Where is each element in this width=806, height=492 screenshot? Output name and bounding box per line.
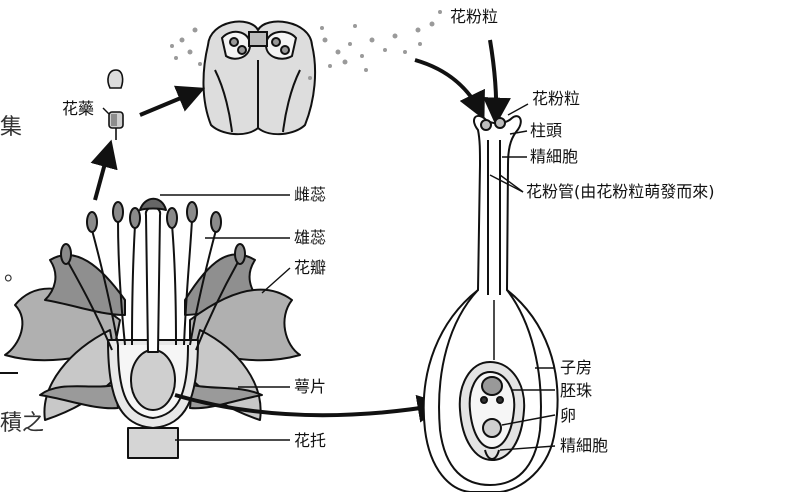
flower-style [146, 208, 160, 353]
small-anther [108, 70, 123, 140]
label-sperm-bottom: 精細胞 [560, 437, 608, 455]
label-petal: 花瓣 [294, 259, 326, 277]
egg-cell [483, 419, 501, 437]
label-ovule: 胚珠 [560, 382, 592, 400]
flower-ovary [131, 350, 175, 410]
page-edge-char-1: 集 [0, 116, 22, 140]
label-pistil: 雌蕊 [294, 186, 326, 204]
page-edge-char-2: 。 [4, 262, 26, 286]
label-sperm-top: 精細胞 [530, 148, 578, 166]
flower-receptacle [128, 428, 178, 458]
pistil-large [424, 116, 558, 492]
label-egg: 卵 [560, 407, 576, 425]
label-ovary: 子房 [560, 359, 592, 377]
label-pollen-grain-top: 花粉粒 [450, 8, 498, 26]
anther-cross-section [203, 22, 315, 135]
label-stigma: 柱頭 [530, 122, 562, 140]
label-pollen-tube: 花粉管(由花粉粒萌發而來) [526, 183, 715, 201]
label-stamen: 雄蕊 [294, 229, 326, 247]
label-receptacle: 花托 [294, 432, 326, 450]
page-edge-char-3: 積之 [0, 412, 44, 436]
label-sepal: 萼片 [294, 378, 326, 396]
label-pollen-grain: 花粉粒 [532, 90, 580, 108]
label-anther: 花藥 [62, 100, 94, 118]
